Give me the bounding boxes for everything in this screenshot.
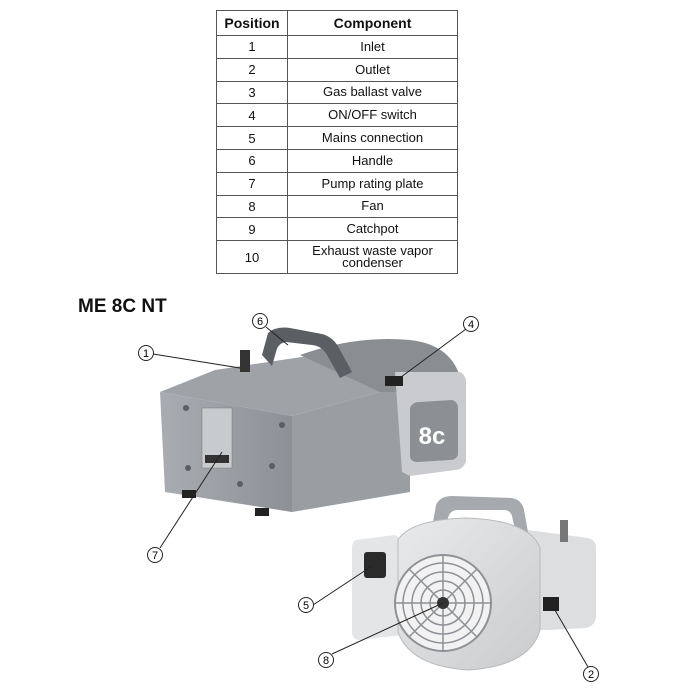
outlet-port-graphic: [543, 597, 559, 611]
callout-leaders: [152, 326, 589, 668]
callout-label: 5: [303, 600, 309, 612]
pump-foot: [182, 490, 196, 498]
callout-label: 4: [468, 319, 474, 331]
handle-graphic: [432, 496, 528, 534]
header-component: Component: [287, 10, 458, 36]
label-panel: [410, 400, 458, 462]
header-position: Position: [216, 10, 288, 36]
table-header-row: Position Component: [216, 10, 458, 36]
screw: [185, 465, 191, 471]
row-component: Catchpot: [287, 217, 458, 242]
screw: [237, 481, 243, 487]
inlet-nozzle-graphic: [240, 350, 250, 372]
pump-foot: [255, 508, 269, 516]
callout-label: 6: [257, 316, 263, 328]
callout-label: 1: [143, 348, 149, 360]
pump-head-housing: [352, 535, 402, 640]
row-position: 10: [216, 240, 288, 275]
model-title: ME 8C NT: [78, 296, 167, 317]
screw: [269, 463, 275, 469]
on-off-switch-graphic: [385, 376, 403, 386]
callout-label: 2: [588, 669, 594, 681]
pump-front-view: [352, 496, 596, 671]
screw: [279, 422, 285, 428]
callout-label: 8: [323, 655, 329, 667]
callout-circles: [138, 313, 599, 682]
pump-rear-view: 8c: [160, 327, 466, 516]
callout-label: 7: [152, 550, 158, 562]
handle-graphic: [262, 327, 352, 378]
row-component: Exhaust waste vapor condenser: [287, 240, 458, 275]
pump-side-face: [292, 392, 410, 512]
mains-connection-graphic: [364, 552, 386, 578]
outlet-nozzle-graphic: [560, 520, 568, 542]
screw: [183, 405, 189, 411]
pump-model-label: 8c: [419, 423, 446, 450]
